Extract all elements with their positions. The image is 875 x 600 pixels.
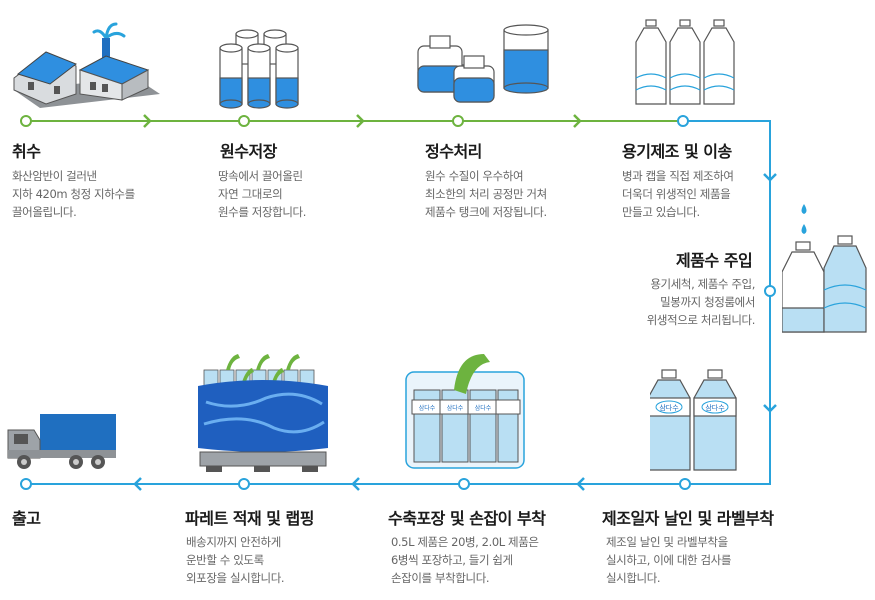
step-desc-filling: 용기세척, 제품수 주입, 밀봉까지 청정룸에서 위생적으로 처리됩니다. (646, 277, 756, 327)
empty-bottles-icon (635, 19, 735, 105)
bottle-label-text: 삼다수 (659, 403, 679, 412)
pack-label-text: 삼다수 (475, 404, 492, 412)
truck-icon (7, 414, 116, 469)
step-node (458, 478, 470, 490)
step-desc-labeling: 제조일 날인 및 라벨부착을 실시하고, 이에 대한 검사를 실시합니다. (606, 535, 732, 585)
step-title-filling: 제품수 주입 (676, 251, 753, 270)
pack-label-text: 삼다수 (419, 404, 436, 412)
step-title-purification: 정수처리 (425, 142, 482, 161)
step-desc-purification: 원수 수질이 우수하여 최소한의 처리 공정만 거쳐 제품수 탱크에 저장됩니다… (425, 169, 547, 219)
arrow-left-icon (133, 477, 142, 491)
flow-line-blue (26, 120, 771, 485)
storage-tanks-icon (219, 29, 299, 109)
arrow-right-icon (573, 114, 582, 128)
bottle-label-text: 삼다수 (705, 403, 725, 412)
step-title-packing: 수축포장 및 손잡이 부착 (388, 509, 546, 528)
step-node (679, 478, 691, 490)
factory-icon (13, 22, 160, 108)
step-title-container: 용기제조 및 이송 (622, 142, 732, 161)
filled-bottles-icon (782, 204, 867, 333)
step-title-water-intake: 취수 (12, 142, 41, 161)
step-node (20, 115, 32, 127)
arrow-right-icon (143, 114, 152, 128)
step-desc-palletizing: 배송지까지 안전하게 운반할 수 있도록 외포장을 실시합니다. (186, 535, 285, 585)
shrink-pack-icon: 삼다수 삼다수 삼다수 (405, 354, 525, 469)
step-desc-water-intake: 화산암반이 걸러낸 지하 420m 청정 지하수를 끌어올립니다. (12, 169, 135, 219)
step-node (238, 478, 250, 490)
step-title-labeling: 제조일자 날인 및 라벨부착 (602, 509, 774, 528)
arrow-down-icon (763, 173, 777, 182)
step-desc-container: 병과 캡을 직접 제조하여 더욱더 위생적인 제품을 만들고 있습니다. (622, 169, 734, 219)
step-desc-packing: 0.5L 제품은 20병, 2.0L 제품은 6병씩 포장하고, 들기 쉽게 손… (391, 535, 539, 585)
labeled-bottles-icon: 삼다수 삼다수 (650, 369, 737, 471)
step-node (20, 478, 32, 490)
arrow-left-icon (351, 477, 360, 491)
purification-tanks-icon (417, 24, 549, 103)
arrow-right-icon (356, 114, 365, 128)
arrow-down-icon (763, 404, 777, 413)
step-node (764, 285, 776, 297)
step-node (677, 115, 689, 127)
arrow-left-icon (576, 477, 585, 491)
step-title-palletizing: 파레트 적재 및 랩핑 (185, 509, 314, 528)
step-node (238, 115, 250, 127)
pack-label-text: 삼다수 (447, 404, 464, 412)
step-title-shipping: 출고 (12, 509, 41, 528)
step-desc-raw-storage: 땅속에서 끌어올린 자연 그대로의 원수를 저장합니다. (218, 169, 306, 219)
pallet-icon (198, 354, 328, 472)
step-node (452, 115, 464, 127)
step-title-raw-storage: 원수저장 (220, 142, 277, 161)
